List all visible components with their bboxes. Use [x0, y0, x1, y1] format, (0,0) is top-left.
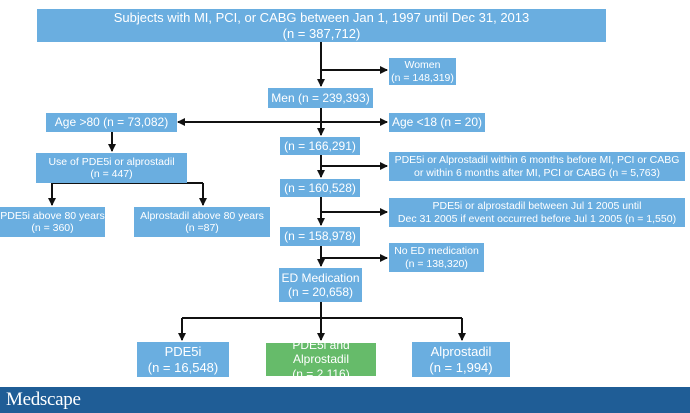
n-158978-box: (n = 158,978) [280, 227, 360, 246]
alprostadil-above-80-box: Alprostadil above 80 years (n =87) [134, 207, 270, 237]
age-under-18-box: Age <18 (n = 20) [389, 113, 485, 132]
alprostadil-box: Alprostadil (n = 1,994) [412, 342, 510, 377]
pde5i-above-80-box: PDE5i above 80 years (n = 360) [0, 207, 105, 237]
no-ed-medication-box: No ED medication (n = 138,320) [389, 243, 484, 272]
medscape-logo[interactable]: Medscape [6, 389, 81, 410]
exclusion-2005-box: PDE5i or alprostadil between Jul 1 2005 … [389, 198, 685, 227]
subjects-box: Subjects with MI, PCI, or CABG between J… [37, 9, 606, 42]
men-box: Men (n = 239,393) [268, 88, 373, 108]
women-box: Women (n = 148,319) [389, 58, 456, 85]
age-over-80-box: Age >80 (n = 73,082) [46, 113, 177, 132]
n-160528-box: (n = 160,528) [280, 179, 360, 197]
n-166291-box: (n = 166,291) [280, 137, 360, 155]
exclusion-6months-box: PDE5i or Alprostadil within 6 months bef… [389, 152, 685, 181]
pde5i-box: PDE5i (n = 16,548) [137, 342, 229, 377]
ed-medication-box: ED Medication (n = 20,658) [279, 268, 362, 302]
pde5i-and-alprostadil-box: PDE5i and Alprostadil (n = 2,116) [266, 338, 376, 381]
pde5i-use-box: Use of PDE5i or alprostadil (n = 447) [36, 153, 187, 183]
footer-bar: Medscape [0, 387, 690, 413]
